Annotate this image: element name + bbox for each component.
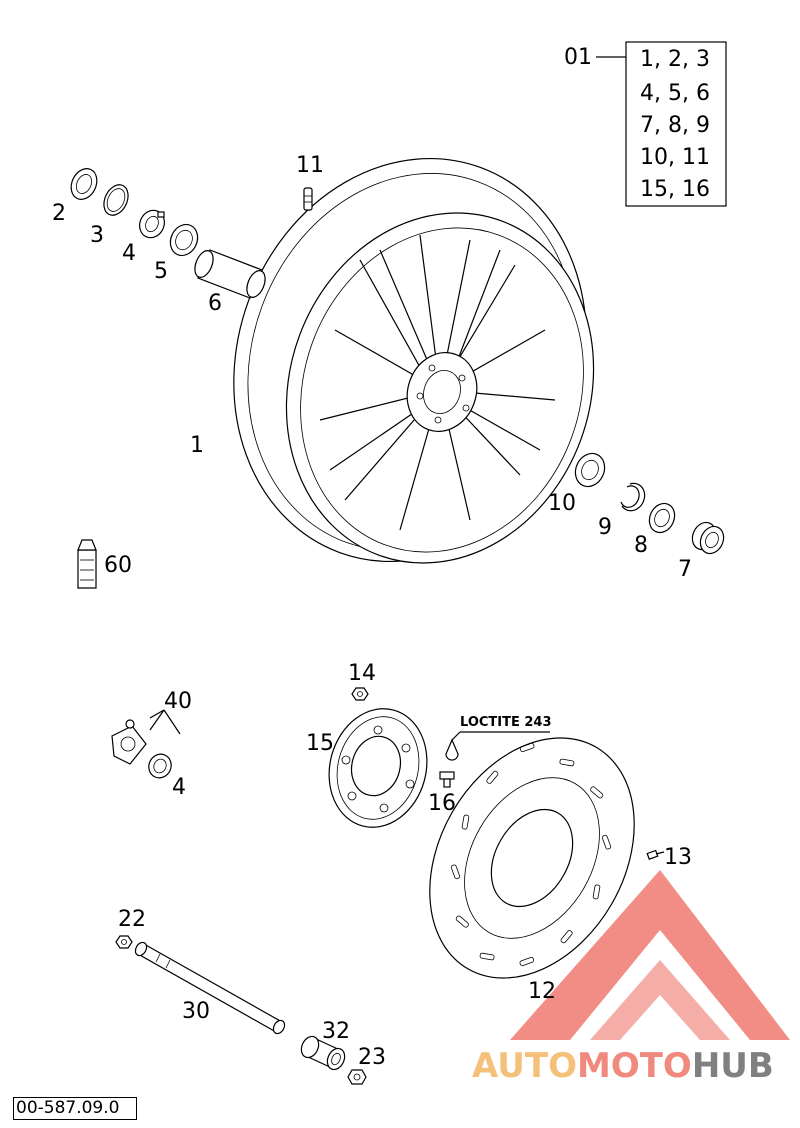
watermark-auto: AUTO [472,1046,577,1086]
legend-row-3: 7, 8, 9 [640,113,710,138]
watermark-logo [510,870,790,1040]
watermark-text: AUTOMOTOHUB [472,1046,774,1086]
part-6-spacer [194,249,266,299]
label-part-6: 6 [208,291,222,316]
loctite-note: LOCTITE 243 [460,715,552,730]
label-part-11: 11 [296,153,324,178]
part-40-speedo-drive [111,709,181,765]
label-part-1: 1 [190,433,204,458]
part-11-valve [303,187,313,211]
part-15-carrier [328,708,428,828]
part-7-spacer [691,521,725,555]
legend-ref: 01 [564,45,592,70]
label-part-32: 32 [322,1019,350,1044]
label-part-22: 22 [118,907,146,932]
label-part-60: 60 [104,553,132,578]
label-part-8: 8 [634,533,648,558]
legend-row-2: 4, 5, 6 [640,81,710,106]
legend-row-1: 1, 2, 3 [640,47,710,72]
label-part-4-lower: 4 [172,775,186,800]
part-13-bolt [646,849,665,860]
legend-group: 01 1, 2, 3 4, 5, 6 7, 8, 9 10, 11 15, 16 [564,41,727,207]
wheel-spokes [319,234,556,531]
label-part-3: 3 [90,223,104,248]
legend-row-4: 10, 11 [640,145,710,170]
logo-triangle-outer [510,870,790,1040]
label-part-30: 30 [182,999,210,1024]
part-2-seal [70,168,98,200]
label-part-23: 23 [358,1045,386,1070]
label-part-10: 10 [548,491,576,516]
loctite-leader [451,731,461,741]
part-5-bearing [169,223,199,257]
watermark-moto: MOTO [576,1046,692,1086]
part-labels: 1 2 3 4 5 6 7 8 9 10 11 12 13 14 15 16 2… [52,153,692,1070]
label-part-7: 7 [678,557,692,582]
label-part-15: 15 [306,731,334,756]
label-part-12: 12 [528,979,556,1004]
part-9-circlip [620,482,646,512]
label-part-2: 2 [52,201,66,226]
wheel-rim [233,157,595,564]
disc-slots [450,742,612,967]
part-12-brake-disc [429,737,635,979]
label-part-16: 16 [428,791,456,816]
part-8-seal [648,502,676,534]
label-part-5: 5 [154,259,168,284]
part-4-ring [139,209,165,239]
logo-triangle-inner [590,960,730,1040]
label-part-13: 13 [664,845,692,870]
label-part-40: 40 [164,689,192,714]
part-3-circlip [103,184,129,216]
part-4-lower-ring [148,753,172,779]
part-30-axle [134,941,286,1035]
watermark-hub: HUB [691,1046,774,1086]
label-part-4: 4 [122,241,136,266]
part-60-tube [77,539,97,589]
label-part-14: 14 [348,661,376,686]
part-23-nut [347,1069,367,1085]
loctite-drop-icon [445,738,459,761]
part-14-nut [351,687,369,701]
ref-code: 00-587.09.0 [16,1098,120,1118]
part-10-bearing [574,452,606,488]
label-part-9: 9 [598,515,612,540]
legend-row-5: 15, 16 [640,177,710,202]
part-22-nut [115,935,133,949]
part-16-bolt [439,771,455,788]
part-32-spacer [300,1035,346,1071]
ref-code-box [13,1097,137,1120]
legend-box [625,41,727,207]
